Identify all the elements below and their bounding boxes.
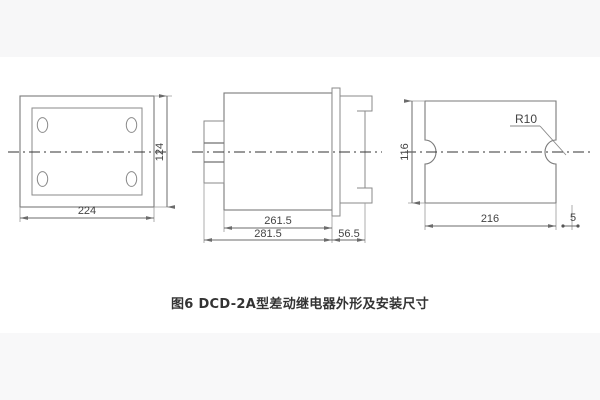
cutout-width-label: 216 <box>481 213 499 225</box>
side-bracket-ear-bottom <box>357 187 373 204</box>
front-panel-view: 224 124 <box>8 94 175 222</box>
side-body-depth-label: 261.5 <box>264 215 292 227</box>
cutout-edge-label: 5 <box>570 212 576 224</box>
cutout-height-label: 116 <box>399 143 411 161</box>
top-background-band <box>0 0 600 57</box>
side-front-bezel <box>339 95 366 204</box>
mounting-hole-top-left <box>36 117 49 133</box>
front-width-label: 224 <box>78 205 96 217</box>
mounting-hole-top-right <box>125 117 138 133</box>
side-bracket-ear-top <box>357 95 373 112</box>
panel-cutout-view: R10 116 216 5 <box>399 99 592 230</box>
bottom-background-band <box>0 333 600 400</box>
side-section-view: 261.5 281.5 56.5 <box>192 87 382 243</box>
side-overall-depth-label: 281.5 <box>254 228 282 240</box>
front-height-label: 124 <box>154 143 166 161</box>
figure-caption: 图6 DCD-2A型差动继电器外形及安装尺寸 <box>170 297 430 312</box>
side-flange-depth-label: 56.5 <box>338 228 359 240</box>
mounting-hole-bottom-right <box>125 171 138 187</box>
mounting-hole-bottom-left <box>36 171 49 187</box>
radius-label: R10 <box>515 112 537 126</box>
radius-leader-line <box>539 125 567 156</box>
